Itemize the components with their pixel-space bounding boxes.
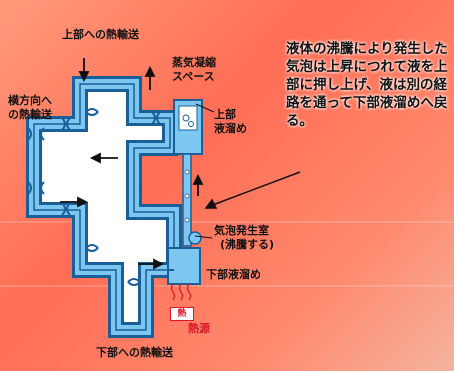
right-arrow-icon [60,196,89,208]
right-arrow-icon [138,258,165,270]
heat-source-icon [170,283,192,301]
mechanism-description: 液体の沸騰により発生した気泡は上昇につれて液を上部に押し上げ、液は別の経路を通っ… [286,41,448,129]
left-arrow-icon [89,152,118,164]
upper-reservoir [173,99,203,155]
upper-reservoir-label-1: 上部 [214,108,236,121]
heat-up-label: 上部への熱輸送 [62,28,139,41]
bubble-icon [188,231,202,245]
bubble-chamber-label-2: (沸騰する) [220,238,275,251]
up-arrow-icon [144,65,156,90]
upper-reservoir-label-2: 液溜め [214,122,247,135]
heat-source-label: 熱源 [188,322,210,335]
heat-side-label-2: の熱輸送 [8,108,52,121]
heat-side-label-1: 横方向へ [8,94,52,107]
heat-input-tag: 熱 [170,307,194,321]
heat-down-label: 下部への熱輸送 [96,346,173,359]
up-arrow-icon [192,173,204,196]
bubble-tube [182,153,192,247]
vapor-space-label-1: 蒸気凝縮 [172,56,216,69]
lower-reservoir [167,231,202,285]
lower-reservoir-label: 下部液溜め [206,268,261,281]
vapor-space-label-2: スペース [172,70,215,83]
bubble-chamber-label-1: 気泡発生室 [214,224,269,237]
pointer-arrow-icon [204,171,301,209]
down-arrow-icon [78,58,90,83]
flow-arrows [60,58,204,270]
pipe-joints [27,108,161,286]
